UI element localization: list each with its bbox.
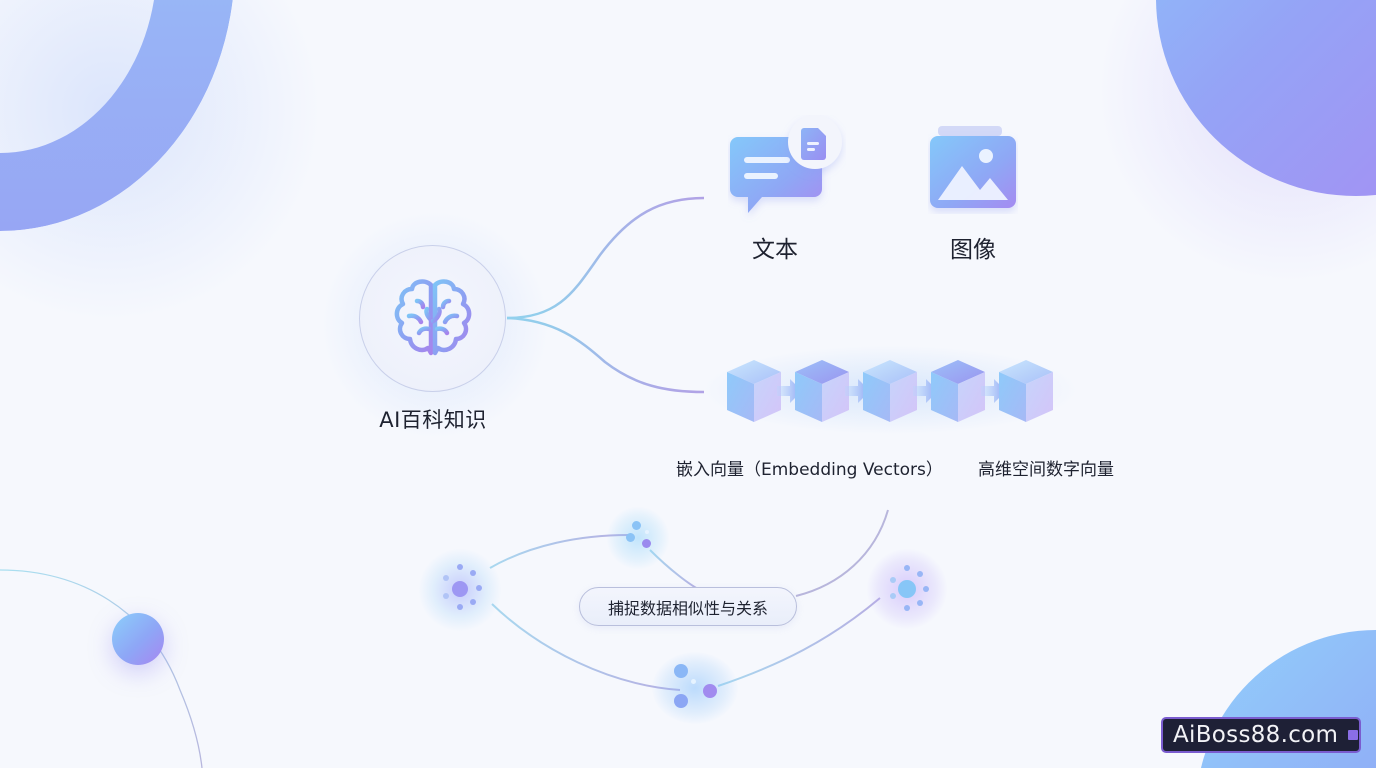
embedding-description: 高维空间数字向量: [978, 460, 1114, 480]
orbit-arc-bottom-left: [0, 569, 203, 768]
relation-pill-label: 捕捉数据相似性与关系: [607, 598, 768, 618]
orbit-sphere: [112, 613, 164, 665]
cube-chain-icon[interactable]: [722, 352, 1062, 432]
relation-pill[interactable]: 捕捉数据相似性与关系: [579, 587, 797, 626]
cluster-node-left[interactable]: [418, 548, 502, 632]
watermark-text: AiBoss88.com: [1173, 722, 1339, 748]
watermark-badge: AiBoss88.com: [1161, 717, 1361, 753]
chat-document-icon[interactable]: [728, 115, 846, 225]
image-gallery-icon[interactable]: [928, 124, 1018, 214]
embedding-label: 嵌入向量（Embedding Vectors）: [676, 460, 943, 480]
branch-label-text: 文本: [752, 237, 798, 263]
branch-label-image: 图像: [950, 237, 996, 263]
brain-icon: [394, 278, 471, 355]
cluster-node-top[interactable]: [606, 506, 670, 570]
watermark-square-icon: [1348, 730, 1359, 740]
cluster-node-bottom[interactable]: [652, 652, 738, 724]
central-node[interactable]: [359, 245, 506, 392]
cluster-node-right[interactable]: [866, 548, 948, 630]
central-node-label: AI百科知识: [379, 408, 487, 432]
